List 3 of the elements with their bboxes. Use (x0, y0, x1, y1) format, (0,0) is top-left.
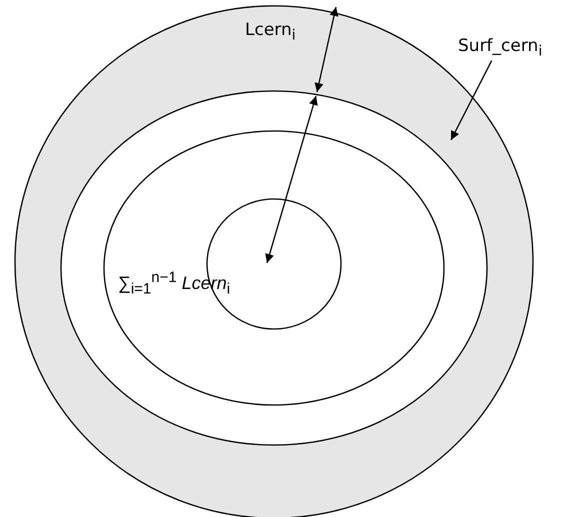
leader-line (450, 60, 492, 140)
area-label: Surf_cern$_{i}$ (458, 38, 542, 59)
dimension-label: Lcern$_{i}$ (245, 22, 296, 43)
